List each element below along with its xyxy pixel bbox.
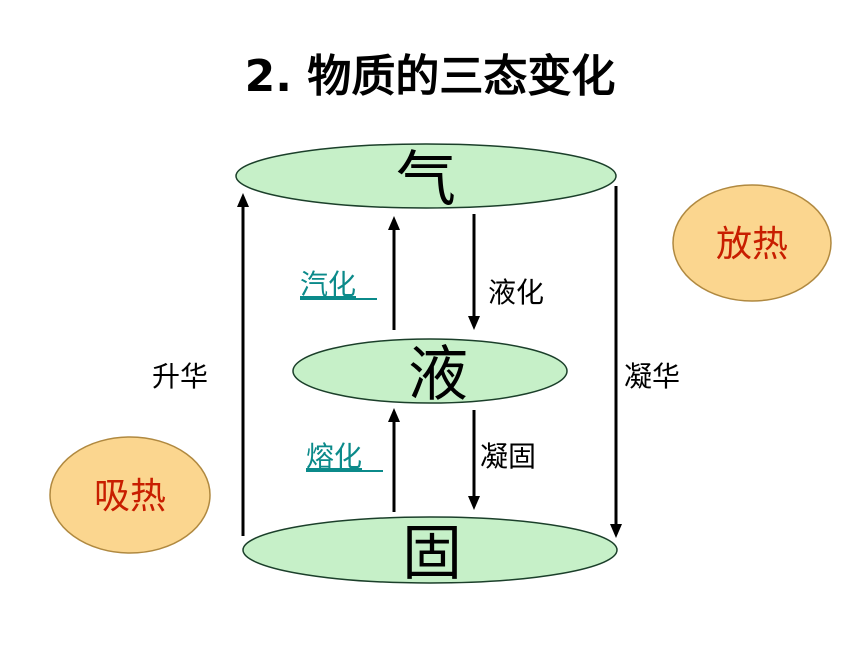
gas-ellipse [235,143,617,209]
deposition-arrowhead [610,524,622,538]
melting-link[interactable]: 熔化 [306,440,362,473]
deposition-label: 凝华 [624,360,680,393]
liquid-label: 液 [408,340,468,410]
solid-ellipse [242,516,618,584]
gas-label: 气 [396,145,456,215]
vaporization-arrowhead [388,216,400,230]
solidification-arrowhead [468,496,480,510]
melting-arrowhead [388,408,400,422]
liquefaction-label: 液化 [488,276,544,309]
absorb-heat-label: 吸热 [94,476,166,517]
sublimation-label: 升华 [152,360,208,393]
sublimation-arrowhead [237,193,249,207]
release-heat-label: 放热 [716,224,788,265]
page-title: 2. 物质的三态变化 [244,51,616,102]
liquid-ellipse [292,338,568,404]
release-heat-badge [672,184,832,302]
solidification-label: 凝固 [480,440,536,473]
liquefaction-arrowhead [468,316,480,330]
vaporization-link[interactable]: 汽化 [300,268,356,301]
solid-label: 固 [402,519,462,589]
absorb-heat-badge [49,436,211,554]
